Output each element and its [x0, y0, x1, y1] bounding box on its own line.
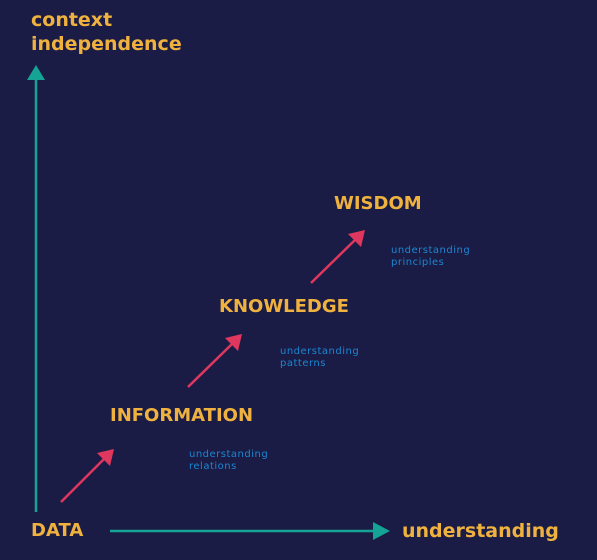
y-axis-arrowhead: [27, 65, 45, 80]
stage-knowledge-label: KNOWLEDGE: [219, 296, 349, 317]
stage-data-label: DATA: [31, 520, 84, 541]
y-axis-label-line2: independence: [31, 33, 182, 55]
stage-information-label: INFORMATION: [110, 405, 254, 426]
x-axis-arrowhead: [373, 522, 390, 540]
note-relations-line2: relations: [189, 461, 237, 472]
note-relations-line1: understanding: [189, 449, 269, 460]
stage-wisdom-label: WISDOM: [334, 193, 422, 214]
y-axis-label: context independence: [31, 8, 182, 56]
note-relations: understanding relations: [189, 449, 268, 473]
note-principles: understanding principles: [391, 245, 470, 269]
note-patterns-line2: patterns: [280, 358, 326, 369]
y-axis-label-line1: context: [31, 9, 113, 31]
note-patterns-line1: understanding: [280, 346, 360, 357]
note-principles-line1: understanding: [391, 245, 471, 256]
note-patterns: understanding patterns: [280, 346, 359, 370]
x-axis-label: understanding: [402, 520, 559, 542]
note-principles-line2: principles: [391, 257, 445, 268]
step-arrow-data-information: [60, 449, 114, 503]
step-arrow-knowledge-wisdom: [310, 230, 365, 284]
step-arrow-information-knowledge: [187, 334, 242, 388]
